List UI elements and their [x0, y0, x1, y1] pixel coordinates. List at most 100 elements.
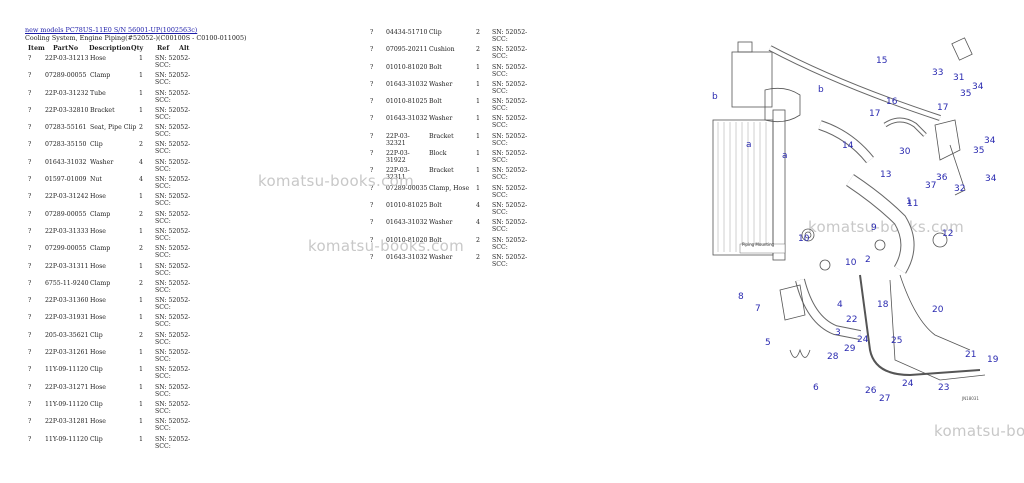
cell-desc: Hose	[90, 314, 106, 322]
cell-pn: 07283-55161	[45, 124, 87, 132]
cell-pn: 22P-03-31360	[45, 297, 89, 305]
cell-item: ?	[370, 98, 374, 106]
cell-ref: SN: 52052-SCC:	[492, 253, 528, 268]
cell-desc: Washer	[429, 253, 453, 261]
cell-ref: SN: 52052-SCC:	[155, 55, 191, 69]
cell-item: ?	[28, 176, 32, 184]
cell-ref: SN: 52052-SCC:	[492, 236, 528, 251]
cell-ref: SN: 52052-SCC:	[155, 366, 191, 381]
cell-pn: 22P-03-31242	[45, 193, 89, 201]
cell-ref: SN: 52052-SCC:	[155, 400, 191, 415]
cell-qty: 2	[139, 331, 143, 339]
callout: 3	[835, 328, 841, 338]
cell-pn: 01643-31032	[386, 80, 428, 88]
cell-qty: 4	[139, 158, 143, 166]
cell-pn: 22P-03-31931	[45, 314, 89, 322]
cell-pn: 11Y-09-11120	[45, 366, 89, 374]
callout: 11	[907, 199, 918, 209]
cell-ref: SN: 52052-SCC:	[155, 383, 191, 398]
cell-ref: SN: 52052-SCC:	[155, 435, 191, 450]
callout: 24	[857, 335, 869, 345]
cell-ref: SN: 52052-SCC:	[155, 245, 191, 260]
cell-pn: 01010-81020	[386, 236, 428, 244]
cell-ref: SN: 52052-SCC:	[155, 262, 191, 277]
cell-item: ?	[370, 132, 374, 140]
cell-pn: 22P-03-31922	[386, 150, 410, 165]
callout: 17	[869, 109, 880, 119]
cell-ref: SN: 52052-SCC:	[155, 210, 191, 225]
cell-item: ?	[28, 314, 32, 322]
cell-qty: 1	[476, 184, 480, 192]
callout: 26	[865, 386, 877, 396]
col-qty: Qty	[131, 44, 144, 52]
callout: 15	[876, 56, 887, 66]
cell-item: ?	[28, 141, 32, 149]
cell-item: ?	[28, 297, 32, 305]
cell-item: ?	[28, 210, 32, 218]
cell-pn: 22P-03-31311	[45, 262, 89, 270]
cell-item: ?	[28, 349, 32, 357]
cell-item: ?	[370, 115, 374, 123]
cell-qty: 2	[139, 210, 143, 218]
cell-qty: 2	[139, 124, 143, 132]
cell-desc: Hose	[90, 383, 106, 391]
cell-item: ?	[370, 253, 374, 261]
cell-pn: 01010-81020	[386, 63, 428, 71]
cell-desc: Washer	[429, 219, 453, 227]
model-link[interactable]: new models PC78US-11E0 S/N 56001-UP(1002…	[25, 26, 198, 34]
callout: 34	[972, 82, 984, 92]
cell-ref: SN: 52052-SCC:	[155, 72, 191, 87]
cell-desc: Cushion	[429, 46, 455, 54]
reserve-tank	[731, 51, 773, 108]
cell-item: ?	[28, 124, 32, 132]
cell-qty: 1	[139, 106, 143, 114]
cell-pn: 01643-31032	[386, 115, 428, 123]
col-ref: Ref	[157, 44, 170, 52]
cell-pn: 22P-03-31232	[45, 89, 89, 97]
cell-qty: 4	[476, 201, 480, 209]
cell-qty: 1	[139, 349, 143, 357]
callout: 35	[960, 89, 971, 99]
cell-item: ?	[28, 245, 32, 253]
jp-label: Piping Mounting	[742, 242, 775, 247]
cell-desc: Hose	[90, 227, 106, 235]
cell-ref: SN: 52052-SCC:	[155, 106, 191, 121]
cell-pn: 07289-00055	[45, 72, 87, 80]
cell-qty: 2	[139, 141, 143, 149]
cell-pn: 01643-31032	[386, 253, 428, 261]
cell-ref: SN: 52052-SCC:	[155, 331, 191, 346]
cell-desc: Hose	[90, 193, 106, 201]
cell-desc: Hose	[90, 418, 106, 426]
cell-desc: Bracket	[429, 167, 454, 175]
cell-item: ?	[28, 106, 32, 114]
cell-ref: SN: 52052-SCC:	[155, 141, 191, 156]
cell-item: ?	[28, 383, 32, 391]
cell-pn: 01643-31032	[45, 158, 87, 166]
cell-qty: 1	[476, 132, 480, 140]
cell-desc: Clamp	[90, 72, 111, 80]
cell-item: ?	[370, 80, 374, 88]
callout: 6	[813, 383, 819, 393]
cell-pn: 07289-00035	[386, 184, 428, 192]
